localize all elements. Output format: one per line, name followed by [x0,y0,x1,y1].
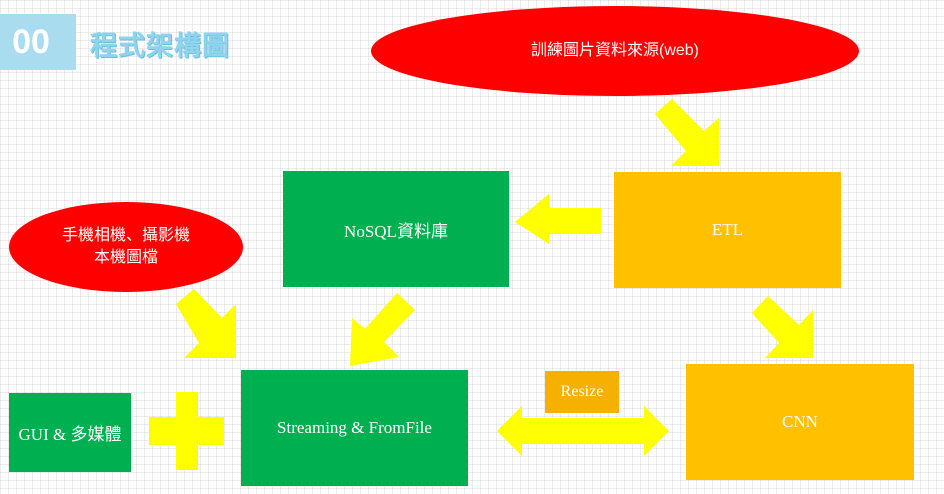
arrow-nosql-to-streaming [350,293,415,366]
gui-label: GUI & 多媒體 [18,425,122,444]
nosql-node: NoSQL資料庫 [283,171,509,287]
cnn-node: CNN [686,364,914,480]
source-device-label-line2: 本機圖檔 [93,249,158,266]
etl-label: ETL [711,220,744,239]
arrow-streaming-cnn-bidirectional [497,406,669,456]
streaming-label: Streaming & FromFile [277,418,432,437]
page-title: 程式架構圖 [90,31,230,61]
resize-node: Resize [545,371,619,413]
nosql-label: NoSQL資料庫 [344,221,448,241]
plus-icon [149,392,224,470]
arrow-etl-to-nosql [515,194,601,244]
gui-node: GUI & 多媒體 [9,393,131,472]
etl-node: ETL [614,172,841,288]
source-device-label-line1: 手機相機、攝影機 [61,227,190,244]
cnn-label: CNN [782,412,818,431]
source-web-label: 訓練圖片資料來源(web) [530,42,699,59]
arrow-device-to-streaming [176,289,236,358]
resize-label: Resize [560,383,604,400]
arrow-web-to-etl [655,99,719,166]
arrow-etl-to-cnn [752,296,813,358]
streaming-node: Streaming & FromFile [241,370,468,486]
source-device-node: 手機相機、攝影機 本機圖檔 [9,202,243,292]
source-web-node: 訓練圖片資料來源(web) [371,6,859,96]
section-number-badge: 00 [0,14,76,70]
